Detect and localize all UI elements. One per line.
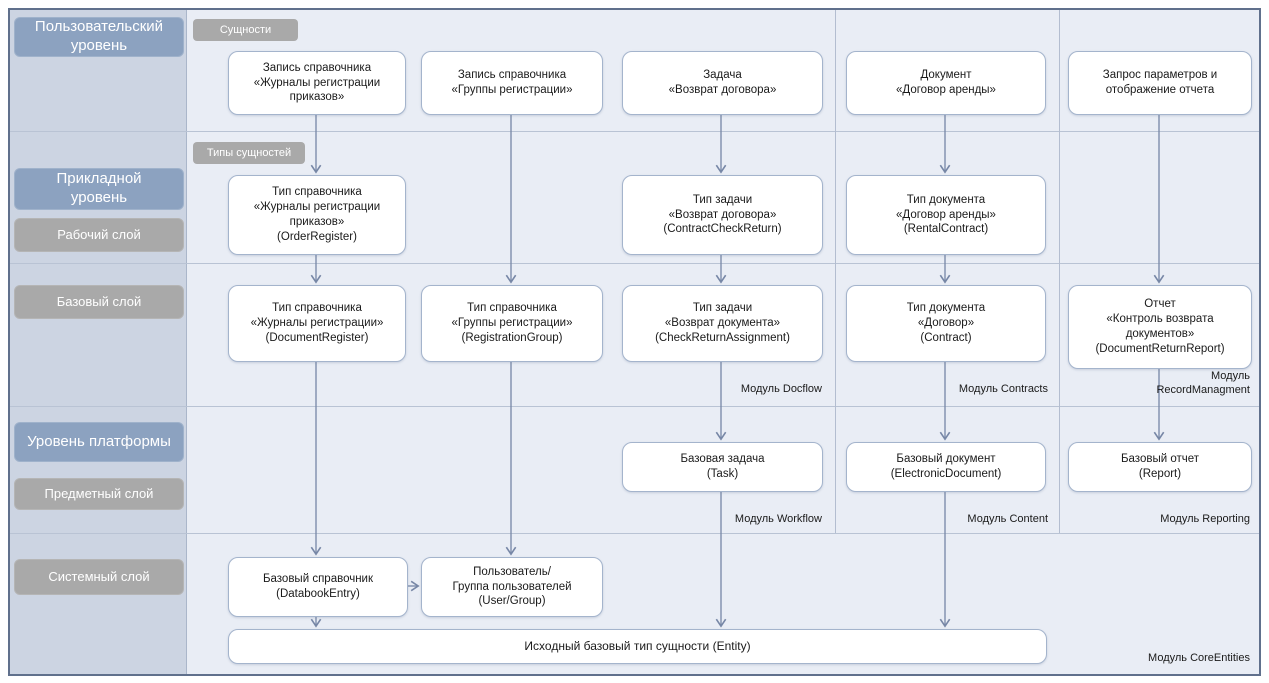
node-base-task: Базовая задача (Task) xyxy=(622,442,823,492)
module-label-coreentities: Модуль CoreEntities xyxy=(1148,652,1250,664)
row-divider xyxy=(10,131,1259,132)
layer-badge-platform-level: Уровень платформы xyxy=(14,422,184,462)
column-divider xyxy=(1059,10,1060,533)
node-task-contract-return: Задача «Возврат договора» xyxy=(622,51,823,115)
layer-badge-system-layer: Системный слой xyxy=(14,559,184,595)
node-type-registration-group: Тип справочника «Группы регистрации» (Re… xyxy=(421,285,603,362)
node-entity: Исходный базовый тип сущности (Entity) xyxy=(228,629,1047,664)
module-label-content: Модуль Content xyxy=(967,513,1048,525)
node-record-registration-groups: Запись справочника «Группы регистрации» xyxy=(421,51,603,115)
node-type-document-register: Тип справочника «Журналы регистрации» (D… xyxy=(228,285,406,362)
node-record-order-registers: Запись справочника «Журналы регистрации … xyxy=(228,51,406,115)
node-type-contract: Тип документа «Договор» (Contract) xyxy=(846,285,1046,362)
node-base-report: Базовый отчет (Report) xyxy=(1068,442,1252,492)
module-label-recordmanagment: Модуль RecordManagment xyxy=(1156,370,1250,396)
tag-entity-types: Типы сущностей xyxy=(193,142,305,164)
layer-badge-applied-level: Прикладной уровень xyxy=(14,168,184,210)
node-report-document-return: Отчет «Контроль возврата документов» (Do… xyxy=(1068,285,1252,369)
node-report-request: Запрос параметров и отображение отчета xyxy=(1068,51,1252,115)
module-label-docflow: Модуль Docflow xyxy=(740,383,822,395)
column-divider xyxy=(835,10,836,533)
module-label-contracts: Модуль Contracts xyxy=(958,383,1048,395)
architecture-diagram: Пользовательский уровень Прикладной уров… xyxy=(8,8,1261,676)
node-type-check-return-assignment: Тип задачи «Возврат документа» (CheckRet… xyxy=(622,285,823,362)
node-type-rental-contract: Тип документа «Договор аренды» (RentalCo… xyxy=(846,175,1046,255)
layer-badge-working-layer: Рабочий слой xyxy=(14,218,184,252)
layer-badge-user-level: Пользовательский уровень xyxy=(14,17,184,57)
module-label-reporting: Модуль Reporting xyxy=(1160,513,1250,525)
layer-badge-subject-layer: Предметный слой xyxy=(14,478,184,510)
node-user-group: Пользователь/ Группа пользователей (User… xyxy=(421,557,603,617)
row-divider xyxy=(10,406,1259,407)
row-divider xyxy=(10,263,1259,264)
node-databook-entry: Базовый справочник (DatabookEntry) xyxy=(228,557,408,617)
tag-entities: Сущности xyxy=(193,19,298,41)
row-divider xyxy=(10,533,1259,534)
layer-badge-base-layer: Базовый слой xyxy=(14,285,184,319)
node-type-order-register: Тип справочника «Журналы регистрации при… xyxy=(228,175,406,255)
node-type-contract-check-return: Тип задачи «Возврат договора» (ContractC… xyxy=(622,175,823,255)
node-document-rental-contract: Документ «Договор аренды» xyxy=(846,51,1046,115)
module-label-workflow: Модуль Workflow xyxy=(734,513,822,525)
node-base-document: Базовый документ (ElectronicDocument) xyxy=(846,442,1046,492)
